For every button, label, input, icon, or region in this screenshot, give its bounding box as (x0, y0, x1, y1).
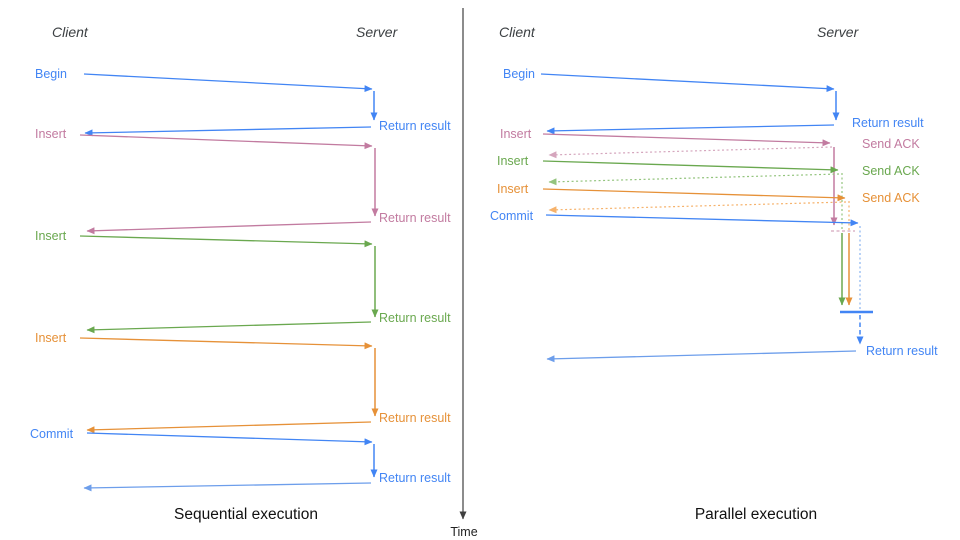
par-insert3-exchange: Insert Send ACK (497, 182, 920, 306)
seq-insert2-response-label: Return result (379, 311, 451, 325)
par-insert2-ack-arrow (548, 173, 840, 186)
seq-insert2-label: Insert (35, 229, 67, 243)
par-insert3-label: Insert (497, 182, 529, 196)
par-commit-response-label: Return result (866, 344, 938, 358)
par-insert1-exchange: Insert Send ACK (500, 127, 920, 232)
par-insert2-label: Insert (497, 154, 529, 168)
seq-begin-return-arrow (84, 126, 372, 137)
sequential-caption: Sequential execution (174, 506, 318, 523)
seq-commit-request-arrow (86, 432, 373, 446)
seq-commit-return-arrow (83, 482, 372, 492)
seq-begin-exchange: Begin Return result (35, 67, 451, 137)
par-begin-exchange: Begin Return result (503, 67, 924, 135)
seq-begin-label: Begin (35, 67, 67, 81)
par-begin-response-label: Return result (852, 116, 924, 130)
par-insert3-request-arrow (542, 188, 846, 202)
seq-insert3-request-arrow (79, 337, 373, 350)
par-client-header: Client (499, 24, 536, 40)
seq-begin-request-arrow (83, 73, 373, 93)
par-begin-request-arrow (540, 73, 835, 93)
par-insert1-label: Insert (500, 127, 532, 141)
seq-client-header: Client (52, 24, 89, 40)
par-server-header: Server (817, 24, 860, 40)
par-insert1-request-arrow (542, 133, 831, 147)
seq-server-header: Server (356, 24, 399, 40)
seq-insert1-label: Insert (35, 127, 67, 141)
par-begin-label: Begin (503, 67, 535, 81)
parallel-panel: Client Server Begin Return result Insert… (490, 24, 938, 523)
seq-commit-exchange: Commit Return result (30, 427, 451, 492)
par-insert2-ack-label: Send ACK (862, 164, 920, 178)
seq-insert1-return-arrow (86, 221, 372, 235)
par-insert3-ack-arrow (548, 201, 847, 214)
seq-insert2-exchange: Insert Return result (35, 229, 451, 334)
seq-insert1-request-arrow (79, 134, 373, 150)
seq-insert3-response-label: Return result (379, 411, 451, 425)
par-begin-return-arrow (546, 124, 835, 135)
par-insert2-exchange: Insert Send ACK (497, 154, 920, 306)
seq-insert2-return-arrow (86, 321, 372, 334)
par-commit-return-arrow (546, 350, 857, 363)
sequential-panel: Client Server Begin Return result Insert… (30, 24, 451, 523)
par-insert3-ack-label: Send ACK (862, 191, 920, 205)
par-insert2-request-arrow (542, 160, 839, 174)
seq-insert1-response-label: Return result (379, 211, 451, 225)
seq-begin-response-label: Return result (379, 119, 451, 133)
seq-commit-response-label: Return result (379, 471, 451, 485)
seq-insert3-label: Insert (35, 331, 67, 345)
time-axis: Time (450, 8, 478, 539)
seq-insert3-return-arrow (86, 421, 372, 434)
par-insert1-ack-arrow (548, 146, 833, 159)
par-commit-label: Commit (490, 209, 534, 223)
par-commit-exchange: Commit Return result (490, 209, 938, 363)
time-axis-label: Time (450, 525, 477, 539)
seq-insert3-exchange: Insert Return result (35, 331, 451, 434)
par-insert1-ack-label: Send ACK (862, 137, 920, 151)
seq-insert2-request-arrow (79, 235, 373, 248)
seq-commit-label: Commit (30, 427, 74, 441)
parallel-caption: Parallel execution (695, 506, 817, 523)
seq-insert1-exchange: Insert Return result (35, 127, 451, 235)
par-commit-request-arrow (545, 214, 859, 227)
